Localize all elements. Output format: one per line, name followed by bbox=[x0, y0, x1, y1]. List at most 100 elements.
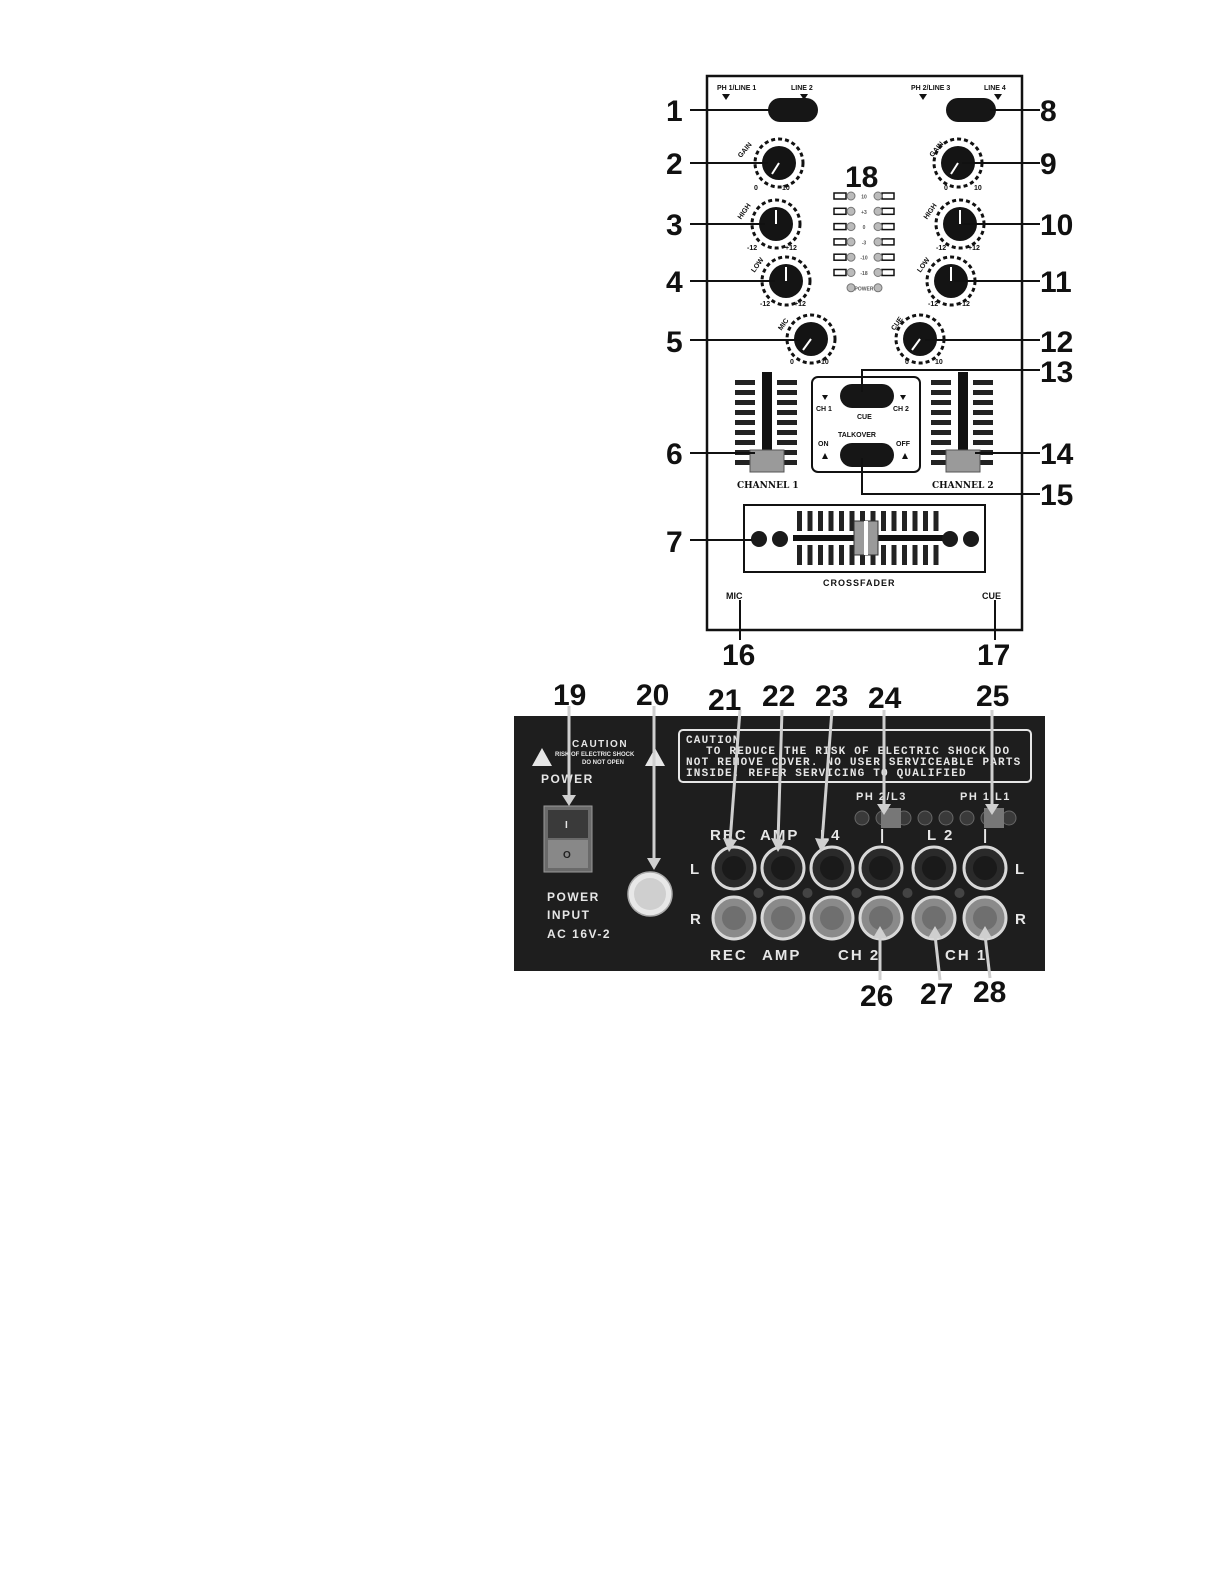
jack-separator bbox=[954, 888, 965, 898]
fader-tick bbox=[973, 400, 993, 405]
fader-tick bbox=[931, 380, 951, 385]
jack-separator bbox=[753, 888, 764, 898]
talk-on-label: ON bbox=[818, 441, 829, 448]
crossfader-tick bbox=[807, 545, 813, 565]
meter-led-left bbox=[833, 207, 847, 216]
fader-tick bbox=[777, 420, 797, 425]
crossfader-tick bbox=[891, 511, 897, 531]
talkover-switch[interactable] bbox=[840, 443, 894, 467]
l2-label: L 2 bbox=[927, 827, 954, 844]
fader-tick bbox=[777, 460, 797, 465]
rec-bottom-label: REC bbox=[710, 947, 748, 964]
rca-jack[interactable] bbox=[911, 895, 957, 941]
meter-lamp-right bbox=[873, 222, 883, 232]
rca-jack-center bbox=[722, 856, 746, 880]
cue-selector-switch[interactable] bbox=[840, 384, 894, 408]
crossfader-tick bbox=[849, 545, 855, 565]
channel-1-fader[interactable] bbox=[735, 372, 797, 473]
callout-18: 18 bbox=[845, 161, 878, 194]
crossfader-tick bbox=[923, 545, 928, 565]
ph2-label: PH 2/L3 bbox=[856, 791, 907, 803]
rca-jack[interactable] bbox=[809, 895, 855, 941]
fader-tick bbox=[973, 440, 993, 445]
rca-jack[interactable] bbox=[962, 845, 1008, 891]
callout-13: 13 bbox=[1040, 356, 1073, 389]
cue-max: 10 bbox=[935, 359, 943, 366]
rca-jack[interactable] bbox=[760, 845, 806, 891]
fader-tick bbox=[777, 440, 797, 445]
rca-jack[interactable] bbox=[711, 895, 757, 941]
fader-tick bbox=[973, 410, 993, 415]
callout-28: 28 bbox=[973, 976, 1006, 1009]
ground-post-ph1[interactable] bbox=[984, 808, 1004, 828]
fader-tick bbox=[973, 390, 993, 395]
crossfader-tick bbox=[923, 511, 928, 531]
fader-tick bbox=[735, 380, 755, 385]
meter-lamp-right bbox=[873, 283, 883, 293]
switch-on-mark: I bbox=[565, 820, 569, 831]
selector-left-a-label: PH 1/LINE 1 bbox=[717, 85, 756, 92]
rca-jack-center bbox=[820, 856, 844, 880]
callout-10: 10 bbox=[1040, 209, 1073, 242]
channel-2-label: CHANNEL 2 bbox=[932, 481, 994, 491]
ch1-label: CH 1 bbox=[945, 947, 987, 964]
cue-min: 0 bbox=[905, 359, 909, 366]
fader-tick bbox=[931, 460, 951, 465]
callout-6: 6 bbox=[666, 438, 683, 471]
crossfader[interactable] bbox=[793, 511, 943, 565]
fader-tick bbox=[777, 430, 797, 435]
high-knob-left[interactable] bbox=[750, 198, 802, 250]
rca-jack[interactable] bbox=[858, 845, 904, 891]
meter-label: -3 bbox=[862, 240, 867, 246]
low-min-right: -12 bbox=[928, 301, 938, 308]
rca-jack[interactable] bbox=[858, 895, 904, 941]
ground-post-ph2[interactable] bbox=[881, 808, 901, 828]
ground-screw bbox=[854, 810, 870, 826]
crossfader-tick bbox=[807, 511, 813, 531]
ground-screw bbox=[1001, 810, 1017, 826]
ph1-label: PH 1/L1 bbox=[960, 791, 1011, 803]
fader-tick bbox=[777, 450, 797, 455]
crossfader-tick bbox=[849, 511, 855, 531]
input-selector-right[interactable] bbox=[946, 98, 996, 122]
meter-led-left bbox=[833, 268, 847, 277]
rca-jack[interactable] bbox=[809, 845, 855, 891]
channel-1-label: CHANNEL 1 bbox=[737, 481, 799, 491]
switch-off-mark: O bbox=[563, 850, 572, 861]
rca-jack-center bbox=[922, 856, 946, 880]
meter-led-left bbox=[833, 253, 847, 261]
meter-lamp-right bbox=[873, 268, 883, 277]
fader-tick bbox=[973, 430, 993, 435]
meter-label: -18 bbox=[860, 271, 867, 277]
crossfader-tick bbox=[902, 511, 907, 531]
fader-tick bbox=[931, 420, 951, 425]
fader-tick bbox=[735, 430, 755, 435]
crossfader-tick bbox=[891, 545, 897, 565]
crossfader-tick bbox=[818, 511, 823, 531]
crossfader-tick bbox=[839, 545, 844, 565]
meter-label: 10 bbox=[861, 195, 867, 201]
rca-jack[interactable] bbox=[911, 845, 957, 891]
meter-lamp-right bbox=[873, 191, 883, 201]
cue-jack-label: CUE bbox=[982, 591, 1001, 601]
callout-22: 22 bbox=[762, 680, 795, 713]
callout-24: 24 bbox=[868, 682, 902, 715]
power-input-socket[interactable] bbox=[627, 871, 673, 917]
mic-knob[interactable] bbox=[785, 313, 837, 365]
meter-label: +3 bbox=[861, 210, 867, 216]
side-r-left: R bbox=[690, 911, 703, 928]
low-knob-left[interactable] bbox=[760, 255, 812, 307]
callout-16: 16 bbox=[722, 639, 755, 672]
power-input-line1: POWER bbox=[547, 890, 600, 904]
rca-jack[interactable] bbox=[760, 895, 806, 941]
fader-tick bbox=[931, 400, 951, 405]
power-switch[interactable] bbox=[543, 805, 593, 873]
fader-tick bbox=[931, 450, 951, 455]
gain-knob-left[interactable] bbox=[753, 137, 805, 189]
rca-jack[interactable] bbox=[711, 845, 757, 891]
side-l-left: L bbox=[690, 861, 701, 878]
high-min-left: -12 bbox=[747, 245, 757, 252]
input-selector-left[interactable] bbox=[768, 98, 818, 122]
